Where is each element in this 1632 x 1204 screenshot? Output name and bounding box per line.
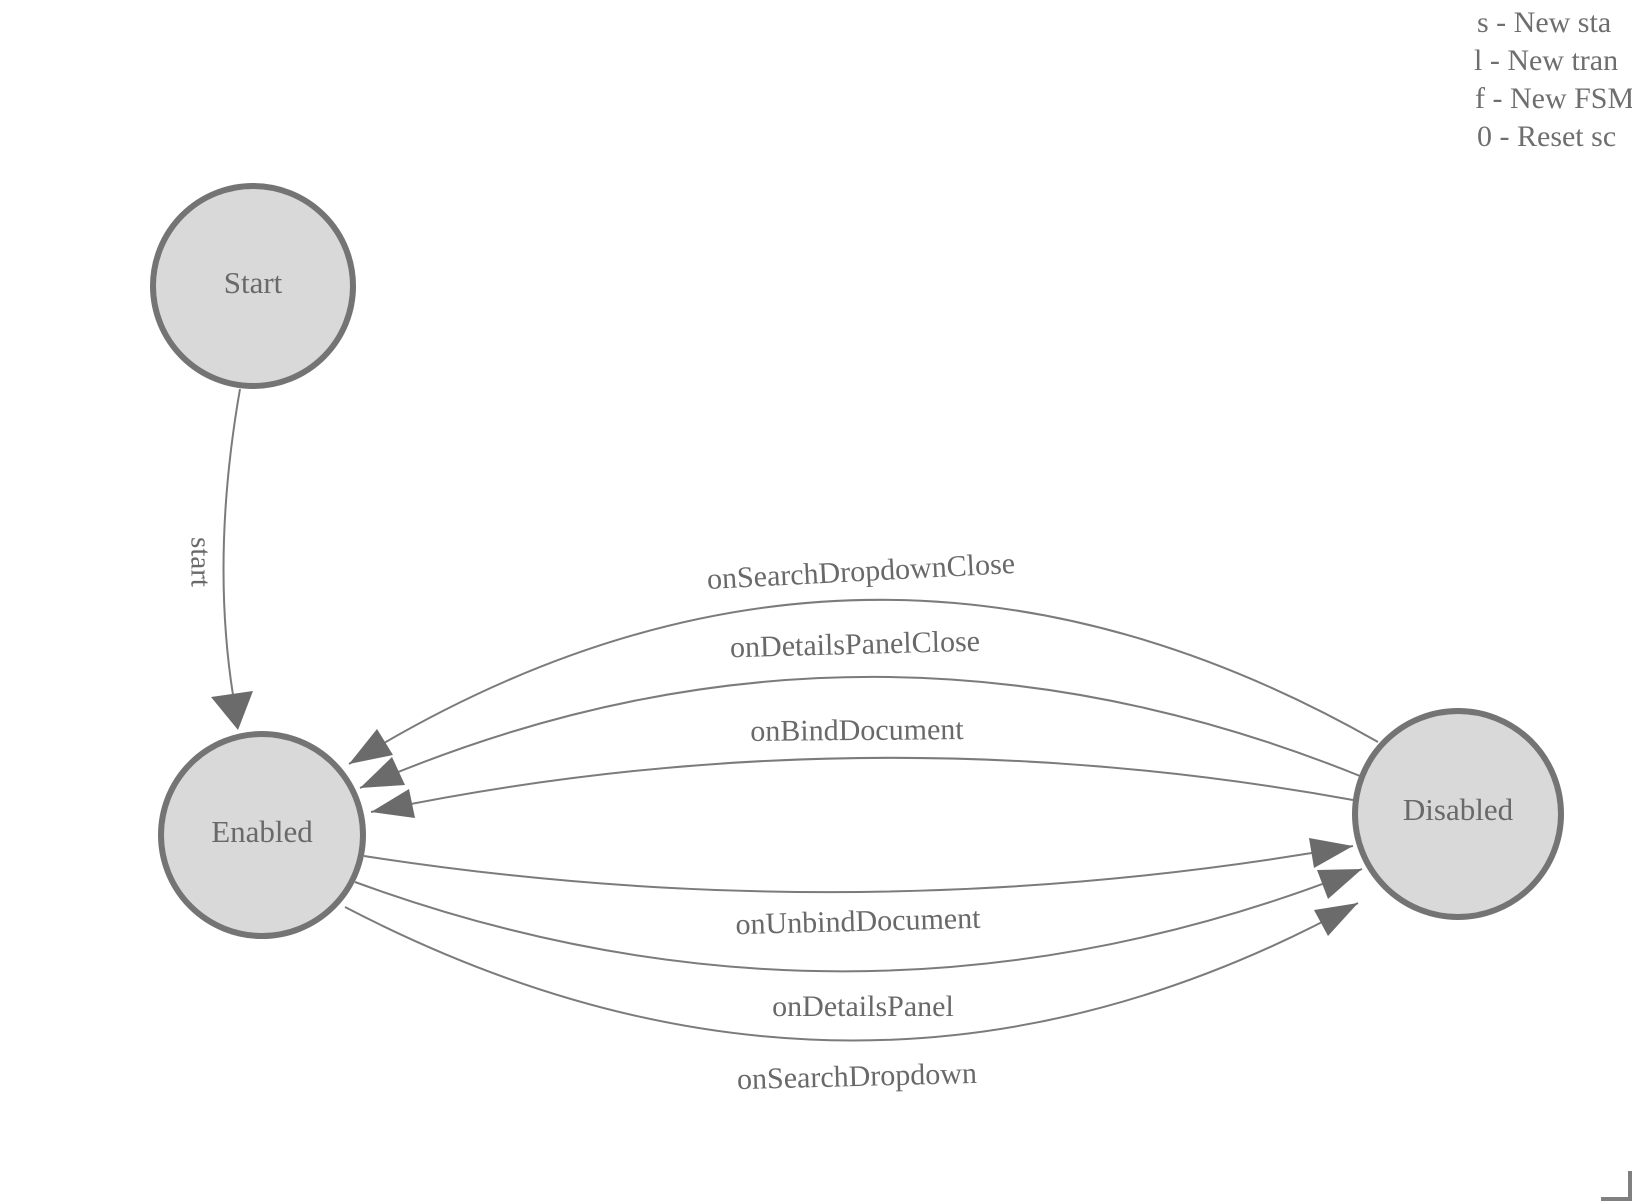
state-start[interactable] [150, 183, 356, 389]
edge-ondetailspanel[interactable] [354, 868, 1363, 973]
edge-label-ondetailspanelclose: onDetailsPanelClose [729, 624, 981, 665]
edge-ondetailspanelclose[interactable] [359, 675, 1361, 789]
canvas-corner-bracket [1601, 1171, 1632, 1201]
arrowhead-onbinddocument [371, 789, 415, 818]
legend-line-new-state: s - New sta [1477, 6, 1612, 39]
arrowhead-ondetailspanelclose [360, 757, 405, 788]
state-label-start: Start [223, 265, 283, 300]
edge-label-onunbinddocument: onUnbindDocument [735, 901, 981, 942]
arrowhead-onsearchdropdownclose [349, 729, 393, 764]
edge-onsearchdropdown[interactable] [344, 902, 1359, 1042]
edge-label-start: start [184, 537, 217, 587]
state-label-enabled: Enabled [211, 814, 313, 849]
arrowhead-onunbinddocument [1309, 838, 1353, 868]
edge-label-ondetailspanel: onDetailsPanel [772, 990, 954, 1023]
legend-line-new-transition: l - New tran [1474, 44, 1619, 77]
state-enabled[interactable] [158, 731, 366, 939]
state-label-disabled: Disabled [1402, 792, 1514, 827]
arrowhead-onsearchdropdown [1314, 903, 1358, 936]
edge-onunbinddocument[interactable] [363, 845, 1354, 894]
arrowhead-ondetailspanel [1317, 869, 1362, 899]
edge-start-to-enabled[interactable] [222, 388, 241, 696]
legend-line-reset: 0 - Reset sc [1477, 120, 1617, 153]
state-disabled[interactable] [1352, 708, 1564, 920]
edge-label-onbinddocument: onBindDocument [750, 713, 964, 748]
edge-onbinddocument[interactable] [370, 756, 1354, 813]
edge-label-onsearchdropdown: onSearchDropdown [736, 1056, 978, 1097]
edge-onsearchdropdownclose[interactable] [348, 598, 1379, 765]
arrowhead-start-to-enabled [211, 691, 253, 730]
legend-line-new-fsm: f - New FSM [1475, 82, 1632, 115]
